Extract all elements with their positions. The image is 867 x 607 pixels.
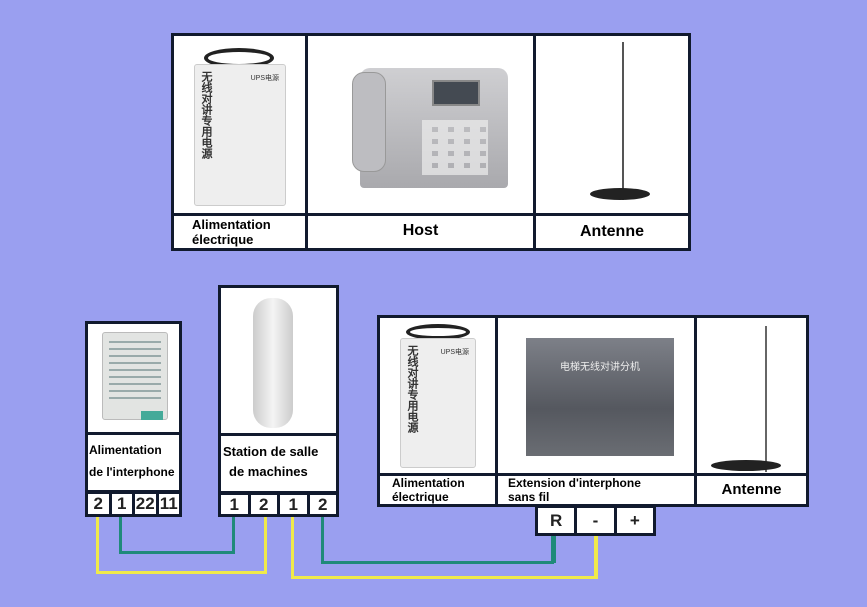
label: Antenne xyxy=(536,213,688,248)
label-line: électrique xyxy=(192,232,254,247)
terminal: 2 xyxy=(251,495,280,514)
extension-power-cell: 无线对讲专用电源 UPS电源 Alimentation électrique xyxy=(380,318,498,504)
intercom-power-photo xyxy=(102,332,168,420)
label: Antenne xyxy=(697,473,806,504)
label-line: électrique xyxy=(392,490,449,504)
label-line: Alimentation xyxy=(392,476,465,490)
label: Alimentation de l'interphone xyxy=(88,432,179,490)
ups-power-photo: 无线对讲专用电源 UPS电源 xyxy=(398,324,478,470)
label-line: Alimentation xyxy=(89,443,162,457)
intercom-power-box: Alimentation de l'interphone xyxy=(85,321,182,493)
top-equipment-panel: 无线对讲专用电源 UPS电源 Alimentation électrique Ho… xyxy=(171,33,691,251)
machine-room-station-box: Station de salle de machines xyxy=(218,285,339,494)
antenna-icon xyxy=(765,326,767,472)
ups-power-photo: 无线对讲专用电源 UPS电源 xyxy=(192,48,287,208)
label-line: sans fil xyxy=(508,490,550,504)
terminal: 1 xyxy=(221,495,251,514)
label-line: de machines xyxy=(229,464,308,479)
top-power-cell: 无线对讲专用电源 UPS电源 Alimentation électrique xyxy=(174,36,308,248)
teal-wire-r-lead xyxy=(553,535,556,563)
intercom-power-terminals: 2 1 22 11 xyxy=(85,491,182,517)
device-text: 电梯无线对讲分机 xyxy=(560,362,640,373)
terminal: 1 xyxy=(112,494,135,514)
terminal: 22 xyxy=(135,494,159,514)
antenna-cell: Antenne xyxy=(536,36,688,248)
label: Extension d'interphone sans fil xyxy=(498,473,694,504)
label-line: Extension d'interphone xyxy=(508,476,641,490)
label-line: de l'interphone xyxy=(89,465,175,479)
yellow-wire-minus-lead xyxy=(594,535,597,578)
extension-antenna-cell: Antenne xyxy=(697,318,806,504)
label: Station de salle de machines xyxy=(221,433,336,491)
host-cell: Host xyxy=(308,36,536,248)
terminal: 2 xyxy=(88,494,112,514)
label: Alimentation électrique xyxy=(174,213,305,248)
antenna-icon xyxy=(622,42,624,200)
host-phone-photo xyxy=(352,68,508,188)
label-line: Alimentation xyxy=(192,217,271,232)
device-badge: UPS电源 xyxy=(250,75,279,82)
terminal-r: R xyxy=(538,508,578,533)
wireless-extension-photo: 电梯无线对讲分机 xyxy=(526,338,674,456)
terminal: 11 xyxy=(159,494,178,513)
label-line: Station de salle xyxy=(223,444,319,459)
extension-group-box: 无线对讲专用电源 UPS电源 Alimentation électrique 电梯… xyxy=(377,315,809,507)
station-terminals: 1 2 1 2 xyxy=(218,492,339,517)
teal-wire-station-to-extension xyxy=(321,516,554,564)
terminal: 2 xyxy=(318,495,328,514)
label: Host xyxy=(308,213,533,248)
terminal-minus: - xyxy=(577,508,617,533)
terminal-plus: + xyxy=(629,511,640,530)
yellow-wire-power-to-station xyxy=(96,516,267,574)
teal-wire-power-to-station xyxy=(119,516,235,554)
extension-cell: 电梯无线对讲分机 Extension d'interphone sans fil xyxy=(498,318,697,504)
device-text: 无线对讲专用电源 xyxy=(200,71,212,159)
extension-terminals: R - + xyxy=(535,505,656,536)
terminal: 1 xyxy=(280,495,310,514)
label: Alimentation électrique xyxy=(380,473,495,504)
intercom-handset-photo xyxy=(253,298,293,428)
device-badge: UPS电源 xyxy=(440,349,469,356)
device-text: 无线对讲专用电源 xyxy=(406,345,418,433)
